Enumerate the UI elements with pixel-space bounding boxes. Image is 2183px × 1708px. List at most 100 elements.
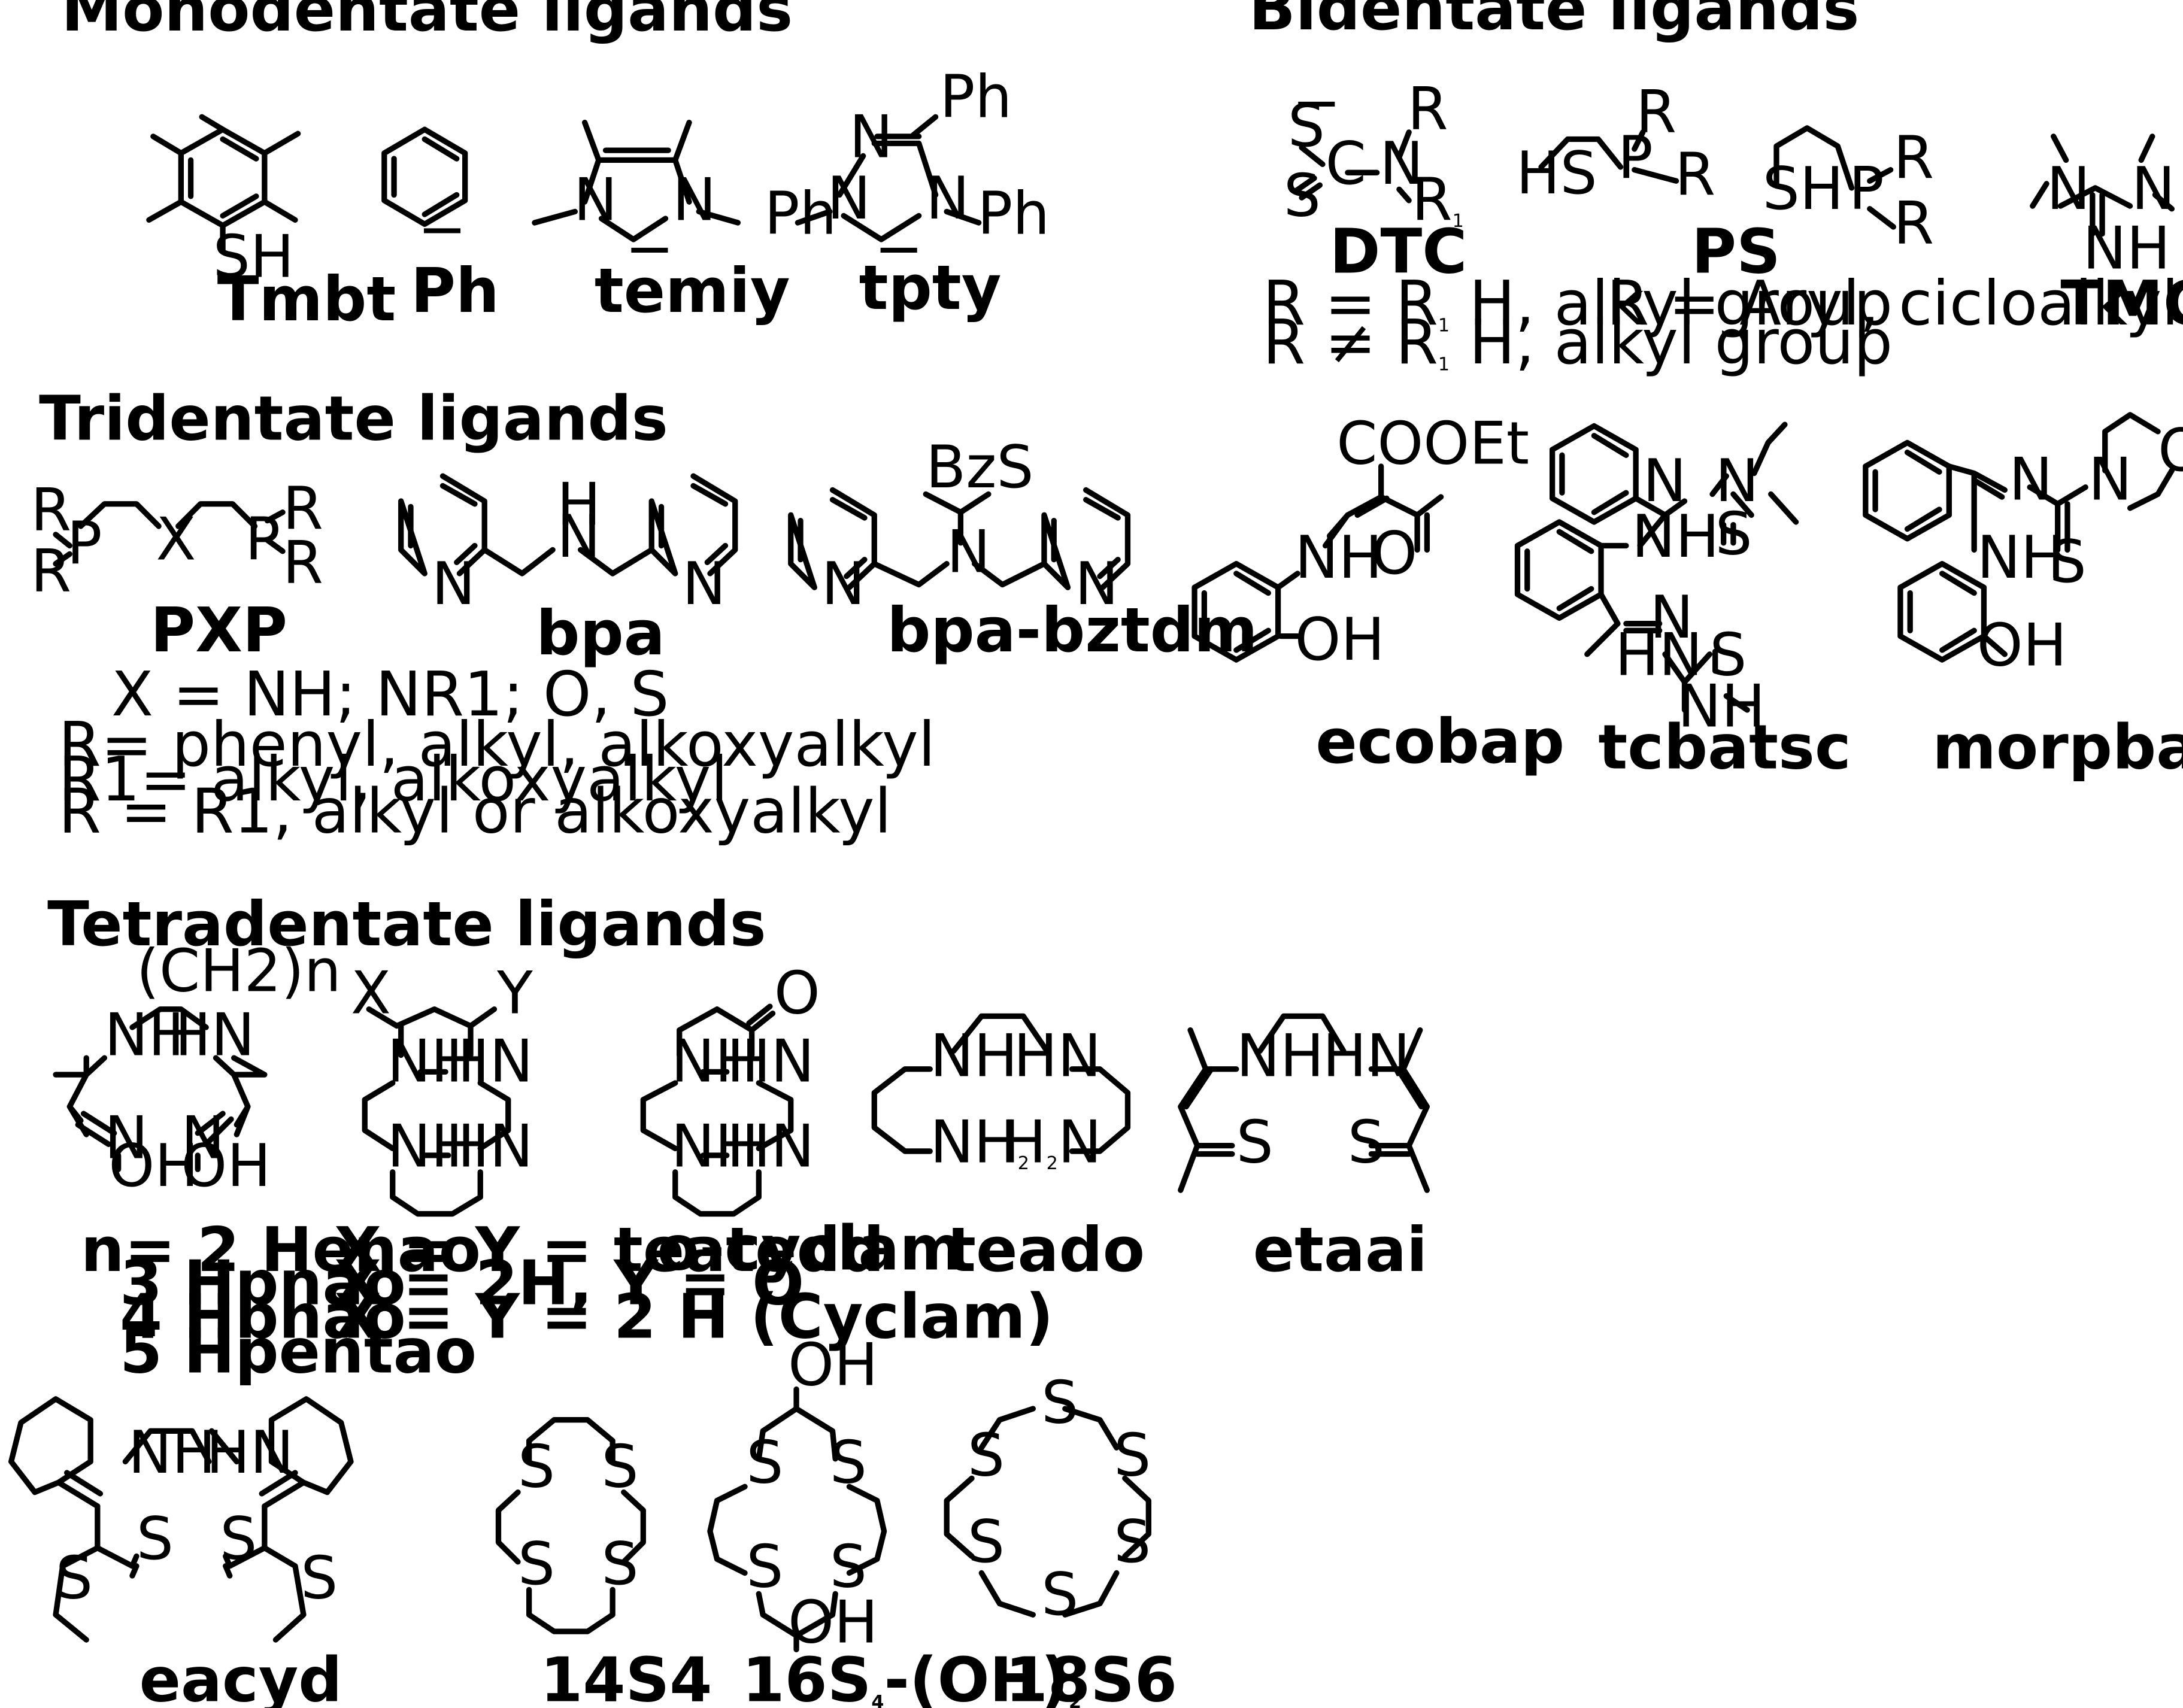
atom-nh: NH [1236,1022,1324,1090]
name-ps: PS [1691,217,1781,288]
atom-r: R [1636,78,1676,147]
atom-r: R [283,475,323,544]
atom-s: S [1715,500,1753,568]
atom-nh: NH [1977,524,2064,592]
section-monodentate: Monodentate ligands [61,0,793,45]
name-temiy: temiy [595,256,790,327]
atom-minus: − [625,215,674,283]
atom-n: N [672,166,716,234]
atom-p: P [1618,125,1653,193]
structure-etaai [1178,1013,1430,1193]
atom-nh: NH [1632,503,1719,571]
note-henao-4: 5 Hpentao [120,1316,477,1388]
atom-r: R [1408,75,1448,144]
atom-o: O [774,960,820,1028]
structure-dtc [1293,129,1412,204]
structure-tcbatsc [1514,421,1799,713]
atom-s: S [137,1505,174,1573]
note-ps: R = Aryl, cicloalkyl, alkyl [1606,268,2183,339]
structure-bpa [398,473,738,577]
structure-ps-1 [1538,129,1679,184]
name-pxp: PXP [150,595,287,666]
atom-minus: − [874,215,923,283]
structure-bpa-bztdm [788,487,1131,590]
atom-s: S [1284,162,1321,230]
atom-r: R [31,538,71,606]
name-etaai: etaai [1253,1215,1427,1286]
note-dtc-1: R = R1 H, alkyl group [1263,268,1893,339]
name-18s6: 18S6 [1005,1645,1177,1708]
name-16s4-oh2: 16S4-(OH)2 [742,1645,1081,1708]
atom-h: H [557,471,601,539]
atom-p: P [1849,155,1884,223]
atom-nh: NH [671,1028,759,1096]
atom-cooet: COOEt [1336,409,1529,478]
structure-16s4-oh2 [707,1386,887,1652]
name-ecobap: ecobap [1315,706,1565,778]
atom-oh: OH [788,1589,878,1657]
atom-n: N [1643,447,1687,515]
structure-teado [871,1013,1131,1154]
note-teatedd-1: X = Y = teatedd [334,1215,884,1286]
atom-r: R [1675,141,1715,210]
structure-eacyd [8,1396,354,1643]
atom-nh: NH [387,1113,474,1181]
atom-n: N [1715,447,1759,515]
atom-s: S [56,1544,93,1612]
atom-y: Y [496,960,533,1028]
structure-ecobap [1191,463,1444,663]
atom-s: S [518,1530,555,1598]
atom-nh: NH [2083,215,2170,283]
atom-hn: HN [206,1419,293,1487]
atom-sh: SH [213,223,294,292]
atom-h2n: H2N [1002,1109,1102,1177]
atom-nh: NH [1294,524,1382,592]
atom-r: R [283,529,323,597]
atom-n: N [181,1105,225,1173]
atom-n: N [104,1105,148,1173]
structure-14s4 [495,1417,646,1634]
atom-s: S [1114,1422,1151,1490]
structure-henao [53,1006,268,1172]
atom-sh: SH [1763,155,1844,223]
atom-s: S [830,1533,867,1601]
note-dtc-2: R ≠ R1 H, alkyl group [1263,307,1893,378]
atom-n: N [1650,584,1693,652]
atom-n: N [2046,155,2090,223]
atom-ch2n: (CH2)n [137,938,341,1006]
atom-nh: NH [930,1022,1017,1090]
note-pxp-x: X = NH; NR1; O, S [111,659,669,730]
atom-n: N [947,518,990,587]
name-bpa: bpa [536,598,665,669]
atom-ph: Ph [977,180,1050,248]
note-henao-1: n= 2 Henao [81,1215,481,1286]
atom-c: C [1326,130,1366,198]
atom-s: S [968,1422,1005,1490]
atom-hn: HN [167,1001,254,1069]
atom-x: X [351,960,391,1028]
atom-n: N [557,503,601,571]
atom-nh: NH [104,1001,192,1069]
atom-s: S [1348,1109,1385,1177]
atom-n: N [574,166,617,234]
atom-hn: HN [1615,621,1702,690]
atom-s: S [746,1533,783,1601]
atom-nh: NH [387,1028,474,1096]
name-eacyd: eacyd [140,1645,342,1708]
name-tmg: TMG [2060,268,2183,339]
atom-s: S [1041,1369,1078,1437]
atom-s: S [2049,528,2087,596]
structure-ps-2 [1773,125,1896,230]
atom-n: N [821,550,865,618]
atom-n: N [2132,155,2175,223]
atom-n: N [682,550,726,618]
atom-x: X [156,506,196,574]
atom-o: O [2158,417,2183,485]
structure-morpba [1863,412,2175,663]
atom-oh: OH [1977,611,2067,679]
name-o-cyclam: o-cyclam [657,1214,963,1285]
atom-s: S [746,1428,783,1497]
atom-s: S [1709,621,1747,690]
atom-hn: HN [727,1113,814,1181]
